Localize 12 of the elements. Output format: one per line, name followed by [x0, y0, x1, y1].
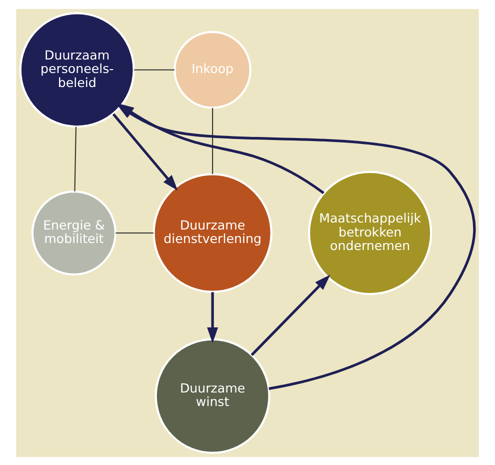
arrow: [117, 104, 476, 390]
connector: [116, 232, 154, 234]
connector: [212, 107, 214, 174]
connector: [74, 126, 77, 191]
node-circle: Energie & mobiliteit: [31, 190, 116, 276]
arrow: [112, 112, 178, 190]
connector: [134, 68, 174, 70]
node-circle: Inkoop: [174, 30, 252, 108]
node-circle: Maatschappelijk betrokken ondernemen: [308, 170, 432, 295]
arrow: [207, 292, 218, 343]
node-circle: Duurzame winst: [154, 338, 270, 454]
arrow: [250, 274, 330, 356]
